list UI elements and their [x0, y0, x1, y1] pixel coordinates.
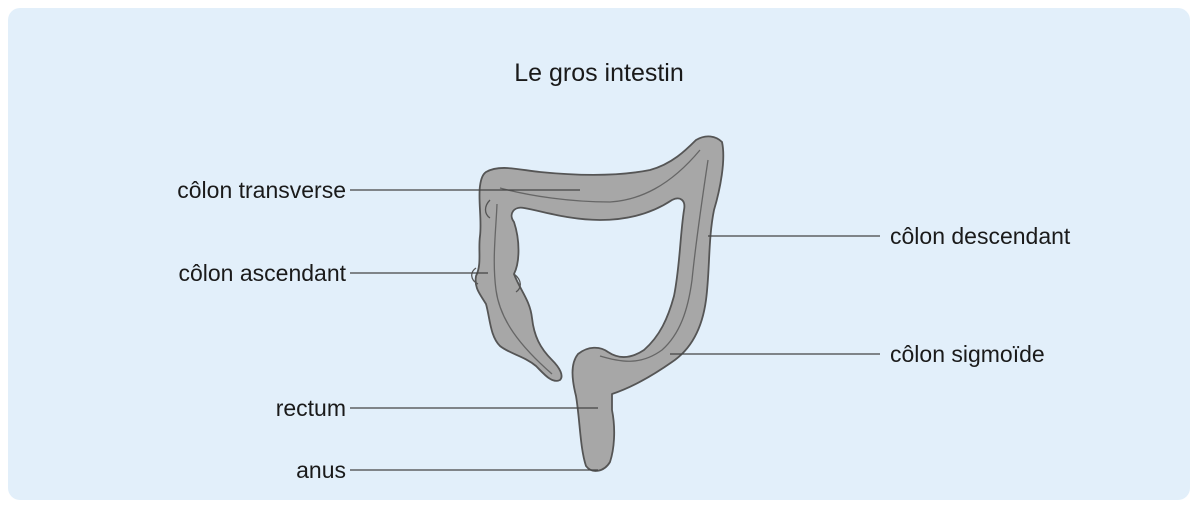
label-rectum: rectum: [276, 394, 346, 422]
large-intestine-shape: [472, 136, 724, 471]
label-descending-colon: côlon descendant: [890, 222, 1070, 250]
label-transverse-colon: côlon transverse: [177, 176, 346, 204]
colon-outline: [476, 136, 724, 471]
label-ascending-colon: côlon ascendant: [178, 259, 346, 287]
label-anus: anus: [296, 456, 346, 484]
label-sigmoid-colon: côlon sigmoïde: [890, 340, 1045, 368]
